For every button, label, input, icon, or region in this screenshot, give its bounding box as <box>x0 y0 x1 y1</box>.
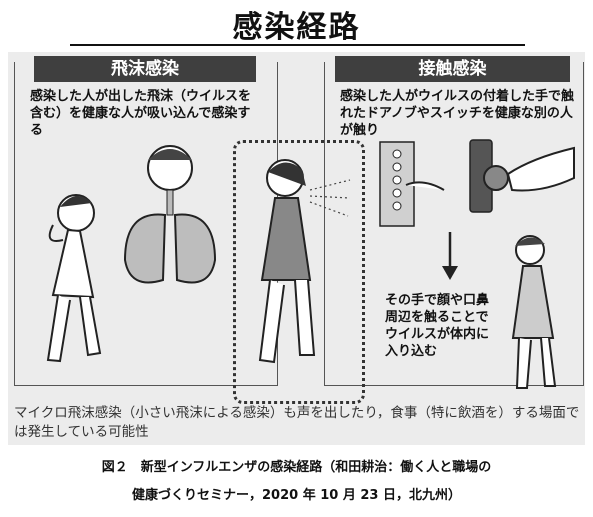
droplet-infection-header: 飛沫感染 <box>34 56 256 82</box>
down-arrow-icon <box>442 232 458 280</box>
droplet-description: 感染した人が出した飛沫（ウイルスを含む）を健康な人が吸い込んで感染する <box>30 89 252 138</box>
figure-caption-line1: 図２ 新型インフルエンザの感染経路（和田耕治：働く人と職場の <box>101 460 492 475</box>
coughing-person-illustration <box>46 194 102 363</box>
micro-droplet-note: マイクロ飛沫感染（小さい飛沫による感染）も声を出したり，食事（特に飲酒を）する場… <box>14 405 580 440</box>
contact-panel-frame <box>324 62 584 386</box>
micro-droplet-frame <box>233 140 365 404</box>
switch-panel-illustration <box>379 141 445 227</box>
lungs-illustration <box>123 145 217 284</box>
main-title: 感染経路 <box>232 10 361 45</box>
face-touching-person-illustration <box>511 235 557 389</box>
title-underline <box>70 44 525 46</box>
contact-description: 感染した人がウイルスの付着した手で触れたドアノブやスイッチを健康な別の人が触り <box>340 89 575 138</box>
coughing-woman-illustration <box>258 159 351 364</box>
contact-infection-header: 接触感染 <box>335 56 570 82</box>
figure-caption-line2: 健康づくりセミナー，2020 年 10 月 23 日，北九州） <box>132 488 461 503</box>
door-knob-hand-illustration <box>469 139 575 213</box>
contact-followup-text: その手で顔や口鼻周辺を触ることでウイルスが体内に入り込む <box>385 293 490 359</box>
